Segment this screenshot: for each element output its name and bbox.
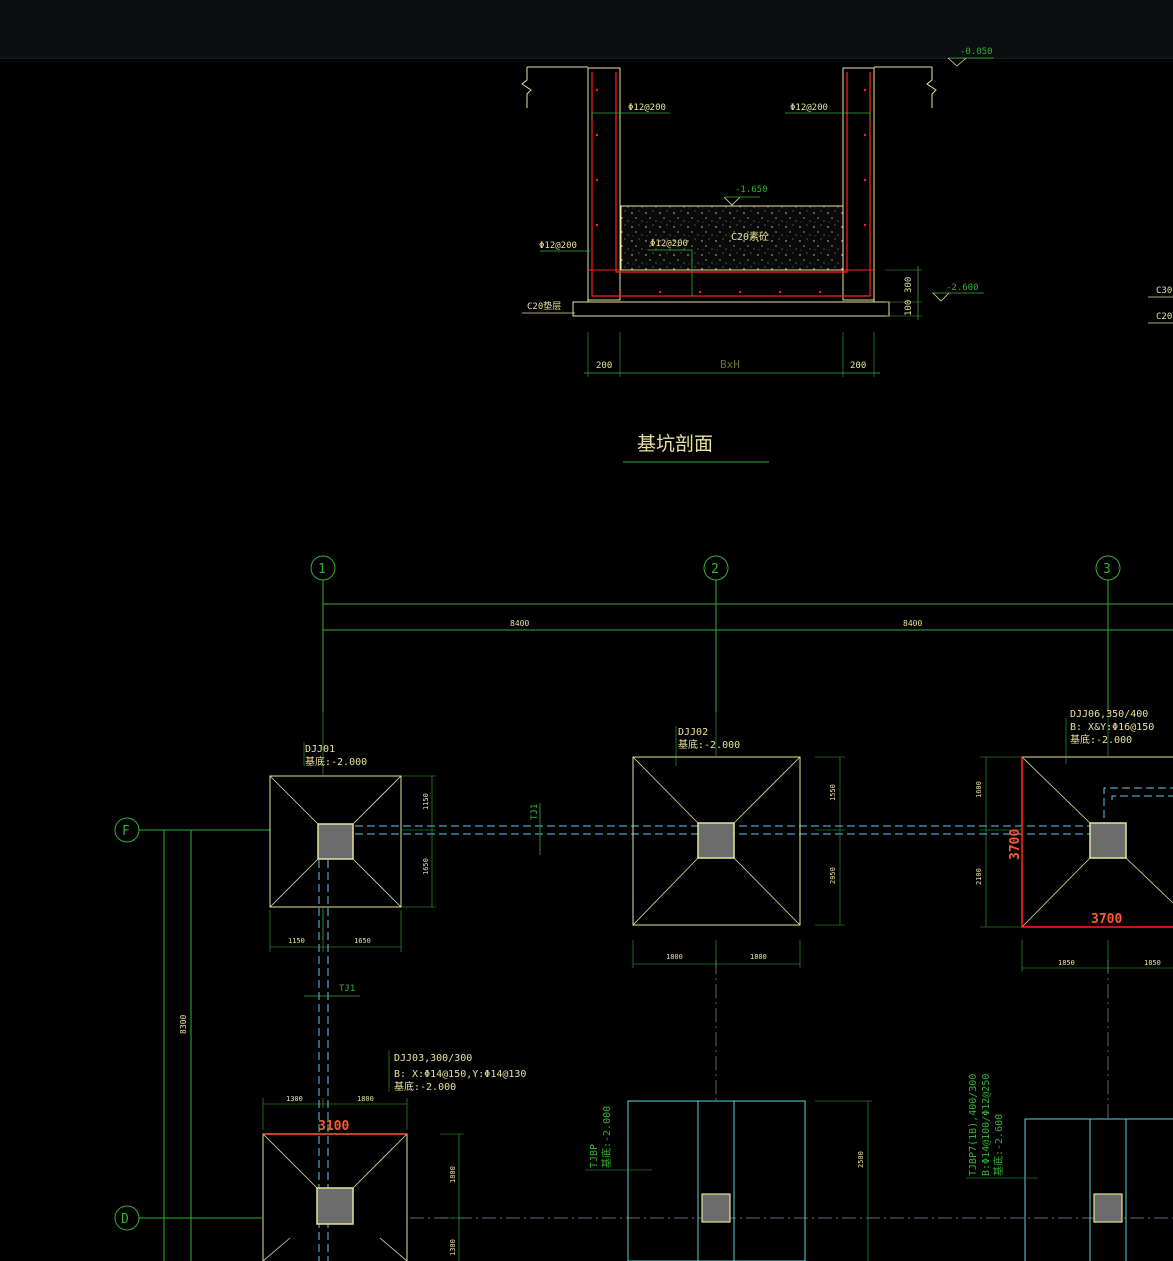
dj03-overall: 3100 <box>318 1119 349 1134</box>
axis-label-2: 2 <box>711 562 719 577</box>
dj06-overall-h: 3700 <box>1091 912 1122 927</box>
column-d2 <box>701 1193 731 1223</box>
cushion-label: C20垫层 <box>527 300 561 312</box>
level-top: -0.050 <box>960 47 993 57</box>
level-pit-floor: -1.650 <box>735 185 768 195</box>
dj03-dim-t2: 1800 <box>357 1095 374 1103</box>
edge-label-c20: C20 <box>1156 312 1172 322</box>
axis-labels: 1 2 3 F D 8400 8400 8300 <box>121 562 1111 1227</box>
rebar-left-label: Φ12@200 <box>628 103 666 113</box>
axis-grid <box>114 555 1173 1261</box>
dj03-name: DJJ03,300/300 <box>394 1053 472 1064</box>
dj02-dim-b2: 1800 <box>750 953 767 961</box>
footing-labels: DJJ01 基底:-2.000 1150 1650 1150 1650 DJJ0… <box>286 709 1161 1256</box>
dim-300: 300 <box>904 277 914 293</box>
dj06-dim-1: 1600 <box>975 781 983 798</box>
center-lines <box>410 960 1173 1219</box>
strip-footing-mid[interactable] <box>585 1100 872 1261</box>
dim-right-200: 200 <box>850 361 866 371</box>
strip-footing-right[interactable] <box>966 1118 1173 1261</box>
vertical-span-dim: 8300 <box>179 1015 188 1034</box>
pit-section <box>521 57 1173 463</box>
axis-label-1: 1 <box>318 562 326 577</box>
dj06-base: 基底:-2.000 <box>1070 733 1132 746</box>
toolbar-strip <box>0 0 1173 59</box>
dj03-dim-1: 1800 <box>449 1166 457 1183</box>
dj02-dim-b1: 1800 <box>666 953 683 961</box>
section-title: 基坑剖面 <box>637 433 713 455</box>
dj03-base: 基底:-2.000 <box>394 1080 456 1093</box>
dj06-name: DJJ06,350/400 <box>1070 709 1148 720</box>
tj-leaders <box>304 803 541 997</box>
tj1-label-vertical: TJ1 <box>339 984 355 994</box>
tjbp-left-name: TJBP <box>589 1144 600 1168</box>
axis-label-f: F <box>122 824 130 839</box>
footing-dj03[interactable] <box>262 1050 464 1261</box>
dj02-dim-1: 1550 <box>829 784 837 801</box>
tjbp-left-base: 基底:-2.000 <box>600 1106 613 1168</box>
column-d1 <box>316 1187 354 1225</box>
column-f2 <box>697 822 735 859</box>
dj02-base: 基底:-2.000 <box>678 738 740 751</box>
column-d3 <box>1093 1193 1123 1223</box>
tjbp-mid-dim: 2500 <box>857 1151 865 1168</box>
column-f1 <box>317 823 354 860</box>
rebar-bottom-label: Φ12@200 <box>650 239 688 249</box>
rebar-wall-label: Φ12@200 <box>539 241 577 251</box>
dim-bxh: BxH <box>720 358 740 371</box>
dj01-dim-1: 1150 <box>422 793 430 810</box>
tie-beams <box>318 787 1173 1261</box>
dj01-dim-b2: 1650 <box>354 937 371 945</box>
dj01-dim-2: 1650 <box>422 858 430 875</box>
axis-label-3: 3 <box>1103 562 1111 577</box>
rebar-right-label: Φ12@200 <box>790 103 828 113</box>
dj06-dim-b2: 1850 <box>1144 959 1161 967</box>
dj03-dim-t1: 1300 <box>286 1095 303 1103</box>
dj06-rebar: B: X&Y:Φ16@150 <box>1070 722 1154 733</box>
fill-label: C20素砼 <box>731 230 769 243</box>
axis-label-d: D <box>121 1212 129 1227</box>
tjbp-right-rebar: B:Φ14@100/Φ12@250 <box>981 1074 992 1176</box>
span-dim-1: 8400 <box>510 619 529 628</box>
footing-dj01[interactable] <box>269 712 436 952</box>
pit-section-labels: -0.050 Φ12@200 Φ12@200 -1.650 Φ12@200 Φ1… <box>527 47 1172 455</box>
dj01-base: 基底:-2.000 <box>305 755 367 768</box>
footing-dj02[interactable] <box>632 712 845 968</box>
dj01-name: DJJ01 <box>305 744 335 755</box>
dj06-overall-v: 3700 <box>1008 829 1023 860</box>
level-bottom: -2.600 <box>946 283 979 293</box>
dj01-dim-b1: 1150 <box>288 937 305 945</box>
column-f3 <box>1089 822 1127 859</box>
edge-label-c30: C30 <box>1156 286 1172 296</box>
tjbp-right-base: 基底:-2.600 <box>992 1114 1005 1176</box>
dim-left-200: 200 <box>596 361 612 371</box>
dj06-dim-b1: 1850 <box>1058 959 1075 967</box>
dj06-dim-2: 2100 <box>975 868 983 885</box>
tjbp-right-name: TJBP7(1B),400/300 <box>968 1074 979 1176</box>
dj03-dim-2: 1300 <box>449 1239 457 1256</box>
footing-dj06[interactable] <box>980 712 1173 972</box>
dj03-rebar: B: X:Φ14@150,Y:Φ14@130 <box>394 1069 526 1080</box>
dj02-dim-2: 2050 <box>829 867 837 884</box>
dim-100: 100 <box>904 300 914 316</box>
span-dim-2: 8400 <box>903 619 922 628</box>
dj02-name: DJJ02 <box>678 727 708 738</box>
tj1-label-horizontal: TJ1 <box>530 804 540 820</box>
